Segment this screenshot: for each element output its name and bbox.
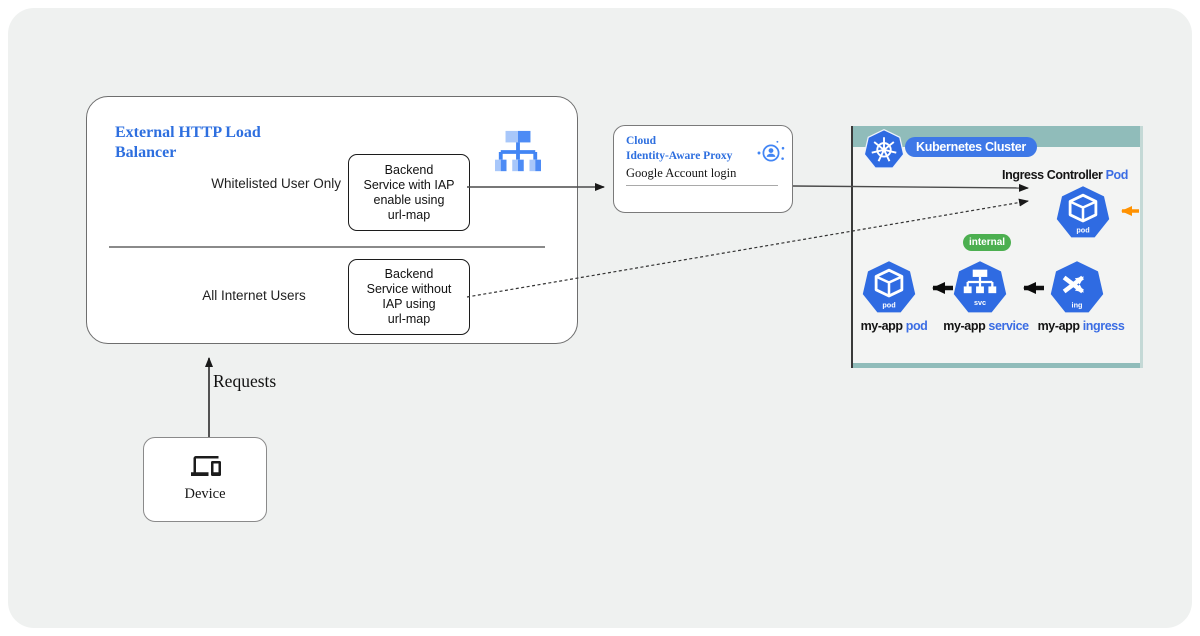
pod-icon: pod (862, 261, 916, 313)
iap-subtitle: Google Account login (626, 166, 737, 180)
kubernetes-cluster-box: Kubernetes Cluster Ingress Controller Po… (851, 126, 1143, 368)
ingress-controller-pod-icon: pod (1056, 186, 1110, 238)
service-icon-text: svc (974, 298, 986, 307)
load-balancer-divider (109, 246, 545, 248)
workload-name: my-app (1037, 319, 1083, 333)
ingress-controller-label: Ingress Controller Pod (1002, 168, 1128, 182)
internal-badge: internal (963, 234, 1011, 251)
workload-type: pod (905, 319, 928, 333)
load-balancer-box: External HTTP Load Balancer Whitelisted … (86, 96, 578, 344)
my-app-service-label: my-app service (941, 319, 1031, 333)
kubernetes-logo-icon (863, 128, 905, 169)
kubernetes-bottom-bar (853, 363, 1140, 368)
whitelisted-users-label: Whitelisted User Only (211, 176, 341, 191)
iap-divider (626, 185, 778, 186)
all-internet-users-label: All Internet Users (202, 288, 306, 303)
backend-service-without-iap-text: Backend Service without IAP using url-ma… (366, 267, 452, 326)
iap-box: Cloud Identity-Aware Proxy Google Accoun… (613, 125, 793, 213)
device-box: Device (143, 437, 267, 522)
device-label: Device (184, 486, 226, 502)
my-app-ingress-label: my-app ingress (1031, 319, 1131, 333)
pod-icon-text: pod (882, 301, 895, 310)
ingress-icon-text: ing (1072, 301, 1083, 310)
kubernetes-cluster-label: Kubernetes Cluster (905, 137, 1037, 157)
iap-icon (757, 140, 785, 162)
requests-label: Requests (213, 371, 277, 391)
load-balancer-icon (495, 130, 541, 172)
service-icon: svc (953, 261, 1007, 313)
workload-name: my-app (860, 319, 906, 333)
ingress-controller-suffix: Pod (1105, 168, 1129, 182)
device-icon (191, 456, 221, 476)
ingress-controller-pod-icon-text: pod (1076, 226, 1089, 235)
backend-service-with-iap-box: Backend Service with IAP enable using ur… (348, 154, 470, 231)
load-balancer-title: External HTTP Load Balancer (115, 124, 261, 161)
backend-service-with-iap-text: Backend Service with IAP enable using ur… (363, 162, 455, 222)
workload-type: service (988, 319, 1029, 333)
my-app-pod-label: my-app pod (849, 319, 939, 333)
iap-title: Cloud Identity-Aware Proxy (626, 135, 733, 162)
backend-service-without-iap-box: Backend Service without IAP using url-ma… (348, 259, 470, 335)
workload-name: my-app (943, 319, 989, 333)
workload-type: ingress (1082, 319, 1125, 333)
ingress-controller-prefix: Ingress Controller (1002, 168, 1106, 182)
ingress-icon: ing (1050, 261, 1104, 313)
